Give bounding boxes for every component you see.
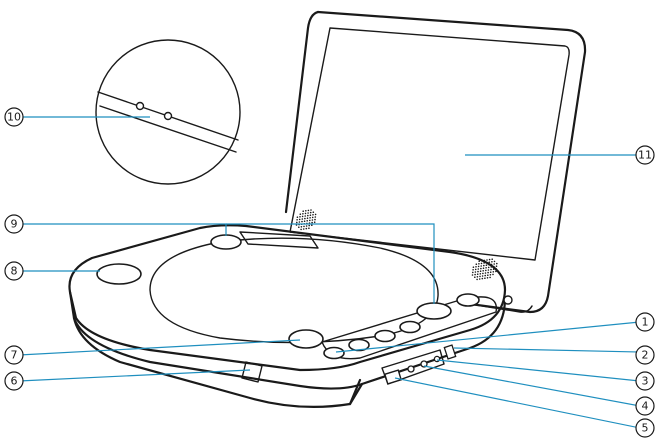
callout-1: 1 [635,312,655,332]
left-speaker-grille [295,209,317,231]
callout-10: 10 [4,107,24,127]
svg-text:6: 6 [11,375,18,388]
base-bottom [72,316,362,409]
leader-9b [226,223,435,304]
callout-9: 9 [4,214,24,234]
open-button-left[interactable] [210,234,242,250]
callout-4: 4 [635,396,655,416]
usb-port[interactable] [383,369,403,385]
lid-outer [316,10,587,314]
lid [284,10,587,314]
base-side [68,290,507,390]
leader-4 [423,365,641,407]
callout-5: 5 [635,418,655,438]
control-button-4[interactable] [399,320,421,334]
callout-6: 6 [4,371,24,391]
disc-cover-outline [149,237,439,344]
inset-edge-bottom [99,105,237,153]
leader-6 [18,369,251,382]
disc-cover [149,231,439,344]
control-button-1[interactable] [323,346,345,360]
callout-2: 2 [635,345,655,365]
power-button[interactable] [96,263,142,285]
svg-text:10: 10 [7,111,21,124]
leader-5 [394,377,641,429]
svg-text:4: 4 [642,400,649,413]
base-unit [68,224,507,409]
leader-3 [436,359,641,382]
leader-lines [18,116,641,429]
callout-markers: 10 11 9 8 7 6 1 2 3 4 5 [4,107,655,438]
volume-dial[interactable] [443,344,457,360]
hinge-knob [503,295,513,305]
callout-3: 3 [635,371,655,391]
lid-left-edge [284,10,320,214]
headphone-jack[interactable] [420,360,428,368]
control-button-3[interactable] [374,329,396,343]
svg-text:11: 11 [638,149,652,162]
front-panel-connectors [381,344,457,385]
svg-text:1: 1 [642,316,649,329]
leader-1a [335,321,641,353]
leader-2 [453,347,641,353]
svg-text:3: 3 [642,375,649,388]
svg-text:5: 5 [642,422,649,435]
av-out-jack[interactable] [407,365,415,373]
front-latch [241,361,263,383]
open-button-right[interactable] [416,302,452,320]
disc-cover-flap [239,231,319,249]
inset-detail [95,39,241,185]
control-button-top-right[interactable] [456,293,480,307]
lid-hinge [469,303,533,313]
svg-text:8: 8 [11,265,18,278]
svg-text:2: 2 [642,349,649,362]
control-button-2[interactable] [348,338,370,352]
dc-in-jack[interactable] [433,355,441,363]
power-indicator [163,111,173,121]
screen-panel [289,27,570,261]
callout-8: 8 [4,261,24,281]
callout-7: 7 [4,345,24,365]
disc-lid-release-button[interactable] [288,329,324,349]
svg-text:7: 7 [11,349,18,362]
leader-7 [18,339,301,356]
right-speaker-grille [471,258,498,281]
callout-11: 11 [635,145,655,165]
ir-sensor-indicator [135,101,145,111]
base-front-edge [348,382,364,406]
svg-text:9: 9 [11,218,18,231]
